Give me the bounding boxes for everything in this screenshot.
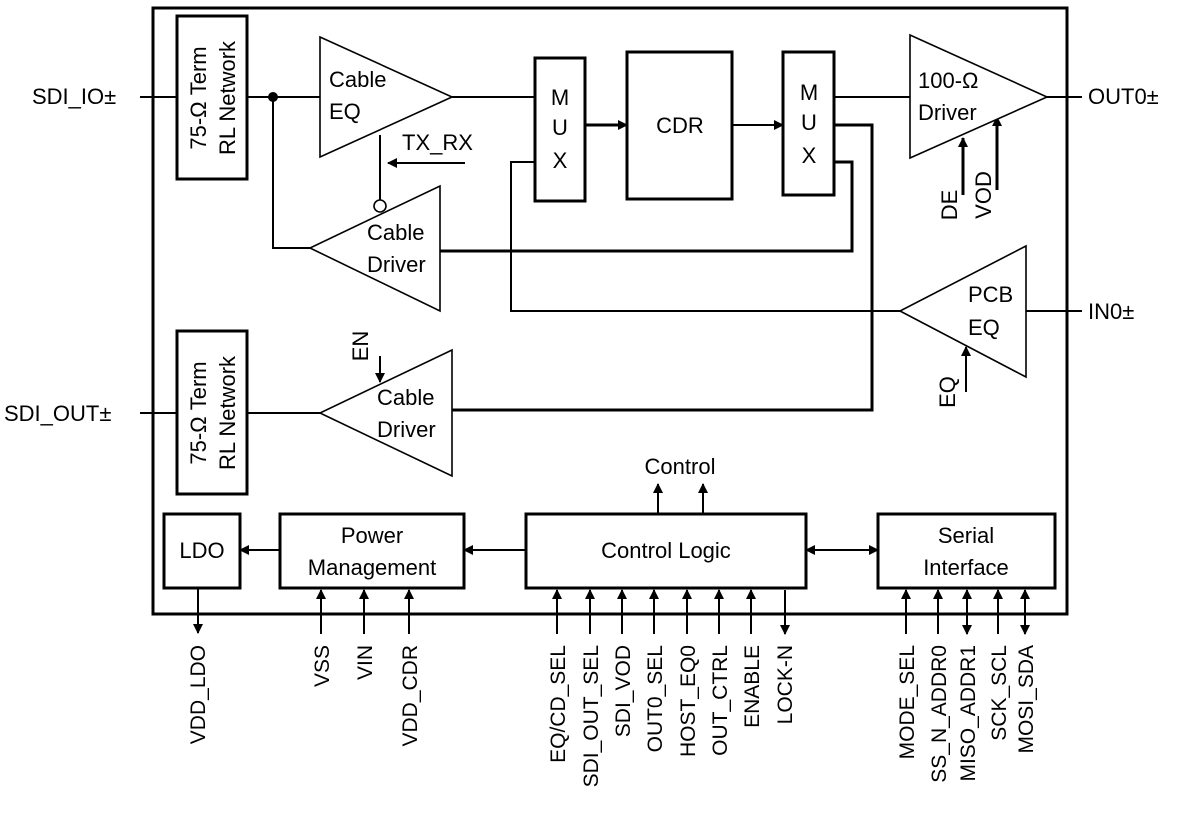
signal-de: DE [937, 190, 962, 221]
svg-text:Management: Management [308, 555, 436, 580]
svg-text:100-Ω: 100-Ω [918, 68, 978, 93]
svg-text:EQ: EQ [968, 315, 1000, 340]
svg-text:Cable: Cable [329, 67, 386, 92]
pin-vdd-ldo: VDD_LDO [187, 645, 210, 744]
control-logic-block: Control Logic [524, 512, 808, 590]
svg-text:U: U [552, 115, 568, 140]
pin-sdi-out-sel: SDI_OUT_SEL [580, 645, 603, 787]
svg-text:CDR: CDR [656, 113, 704, 138]
pin-sdi-vod: SDI_VOD [612, 645, 635, 737]
pin-vin: VIN [354, 645, 377, 680]
svg-text:X: X [802, 143, 817, 168]
svg-text:Interface: Interface [923, 555, 1009, 580]
svg-text:75-Ω Term: 75-Ω Term [186, 46, 211, 149]
cable-driver-bottom: Cable Driver [318, 348, 453, 478]
mux-left: M U X [533, 56, 587, 203]
pin-vss: VSS [311, 645, 334, 687]
pin-mosi-sda: MOSI_SDA [1015, 645, 1038, 754]
pin-sck-scl: SCK_SCL [988, 645, 1011, 741]
svg-text:Driver: Driver [367, 252, 426, 277]
cable-driver-top: Cable Driver [308, 184, 441, 313]
pin-miso-addr1: MISO_ADDR1 [957, 645, 980, 782]
svg-text:U: U [801, 110, 817, 135]
pin-out0-sel: OUT0_SEL [644, 645, 667, 752]
port-sdi-out: SDI_OUT± [4, 401, 111, 426]
port-in0: IN0± [1088, 299, 1134, 324]
pin-out-ctrl: OUT_CTRL [709, 645, 732, 756]
svg-text:PCB: PCB [968, 282, 1013, 307]
svg-text:EQ: EQ [329, 99, 361, 124]
svg-text:LDO: LDO [179, 538, 224, 563]
signal-control: Control [645, 454, 716, 479]
pin-ss-n-addr0: SS_N_ADDR0 [928, 645, 951, 783]
term-network-bottom: 75-Ω Term RL Network [175, 329, 249, 496]
svg-text:RL Network: RL Network [215, 355, 240, 470]
pin-host-eq0: HOST_EQ0 [677, 645, 700, 757]
signal-tx-rx: TX_RX [402, 130, 473, 155]
svg-text:75-Ω Term: 75-Ω Term [186, 361, 211, 464]
power-management-block: Power Management [278, 512, 466, 590]
svg-text:Cable: Cable [367, 220, 424, 245]
svg-text:Driver: Driver [377, 417, 436, 442]
svg-text:Cable: Cable [377, 385, 434, 410]
svg-text:X: X [553, 148, 568, 173]
pin-enable: ENABLE [741, 645, 764, 728]
svg-text:M: M [551, 85, 569, 110]
pcb-eq: PCB EQ [898, 244, 1027, 379]
pin-mode-sel: MODE_SEL [896, 645, 919, 759]
term-network-top: 75-Ω Term RL Network [175, 14, 249, 181]
signal-vod: VOD [971, 171, 996, 219]
inversion-bubble [373, 199, 387, 213]
port-sdi-io: SDI_IO± [32, 84, 116, 109]
svg-text:Serial: Serial [938, 523, 994, 548]
serial-interface-block: Serial Interface [876, 512, 1057, 590]
pin-vdd-cdr: VDD_CDR [399, 645, 422, 747]
cable-eq: Cable EQ [319, 35, 454, 159]
pin-eq-cd-sel: EQ/CD_SEL [547, 645, 570, 763]
mux-right: M U X [781, 50, 836, 197]
cdr-block: CDR [625, 50, 734, 201]
out-driver: 100-Ω Driver [909, 33, 1049, 160]
ldo-block: LDO [162, 512, 242, 590]
svg-text:M: M [800, 80, 818, 105]
pin-lock-n: LOCK-N [774, 645, 797, 724]
port-out0: OUT0± [1088, 84, 1159, 109]
svg-text:Power: Power [341, 523, 403, 548]
svg-text:Control Logic: Control Logic [601, 538, 731, 563]
signal-eq: EQ [935, 376, 960, 408]
signal-en: EN [348, 331, 373, 362]
svg-text:RL Network: RL Network [215, 40, 240, 155]
svg-text:Driver: Driver [918, 100, 977, 125]
